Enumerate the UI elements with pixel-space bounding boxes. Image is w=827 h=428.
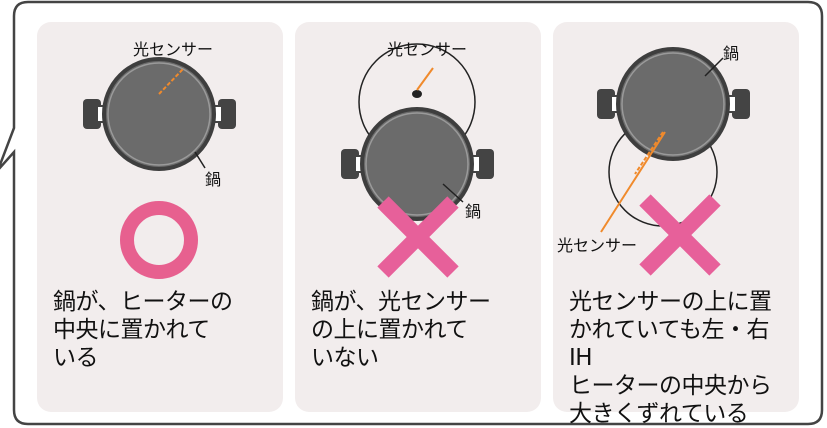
sensor-label: 光センサー [387,40,468,59]
caption: 鍋が、光センサー の上に置かれて いない [311,289,491,371]
panel-correct-placement: 光センサー 鍋 鍋が、ヒーターの 中央に置かれて いる [37,22,283,412]
pot [616,47,730,161]
pot-label: 鍋 [723,44,740,63]
caption: 光センサーの上に置 かれていても左・右IH ヒーターの中央から 大きくずれている [569,289,772,427]
pot-label: 鍋 [465,202,482,221]
pot-centered-diagram [83,57,236,279]
sensor-leader-line [600,131,666,233]
cross-ng-icon [639,194,721,276]
pot-handle-right [469,149,494,179]
pot-handle-right [211,99,236,129]
sensor-leader-line [416,67,434,91]
pot [360,107,474,221]
cross-ng-icon [377,196,459,278]
pot-off-sensor-diagram [341,43,494,278]
panel-off-sensor: 光センサー 鍋 鍋が、光センサー の上に置かれて いない [295,22,541,412]
sensor-dot [412,90,422,98]
circle-ok-icon [120,201,198,279]
caption: 鍋が、ヒーターの 中央に置かれて いる [53,289,233,371]
sensor-label: 光センサー [133,40,214,59]
sensor-leader-line [158,67,185,95]
panel-off-center: 鍋 光センサー 光センサーの上に置 かれていても左・右IH ヒーターの中央から … [553,22,799,427]
sensor-label: 光センサー [557,236,638,255]
pot-label: 鍋 [205,170,222,189]
pot-off-center-diagram [597,47,750,276]
pot [102,57,216,171]
